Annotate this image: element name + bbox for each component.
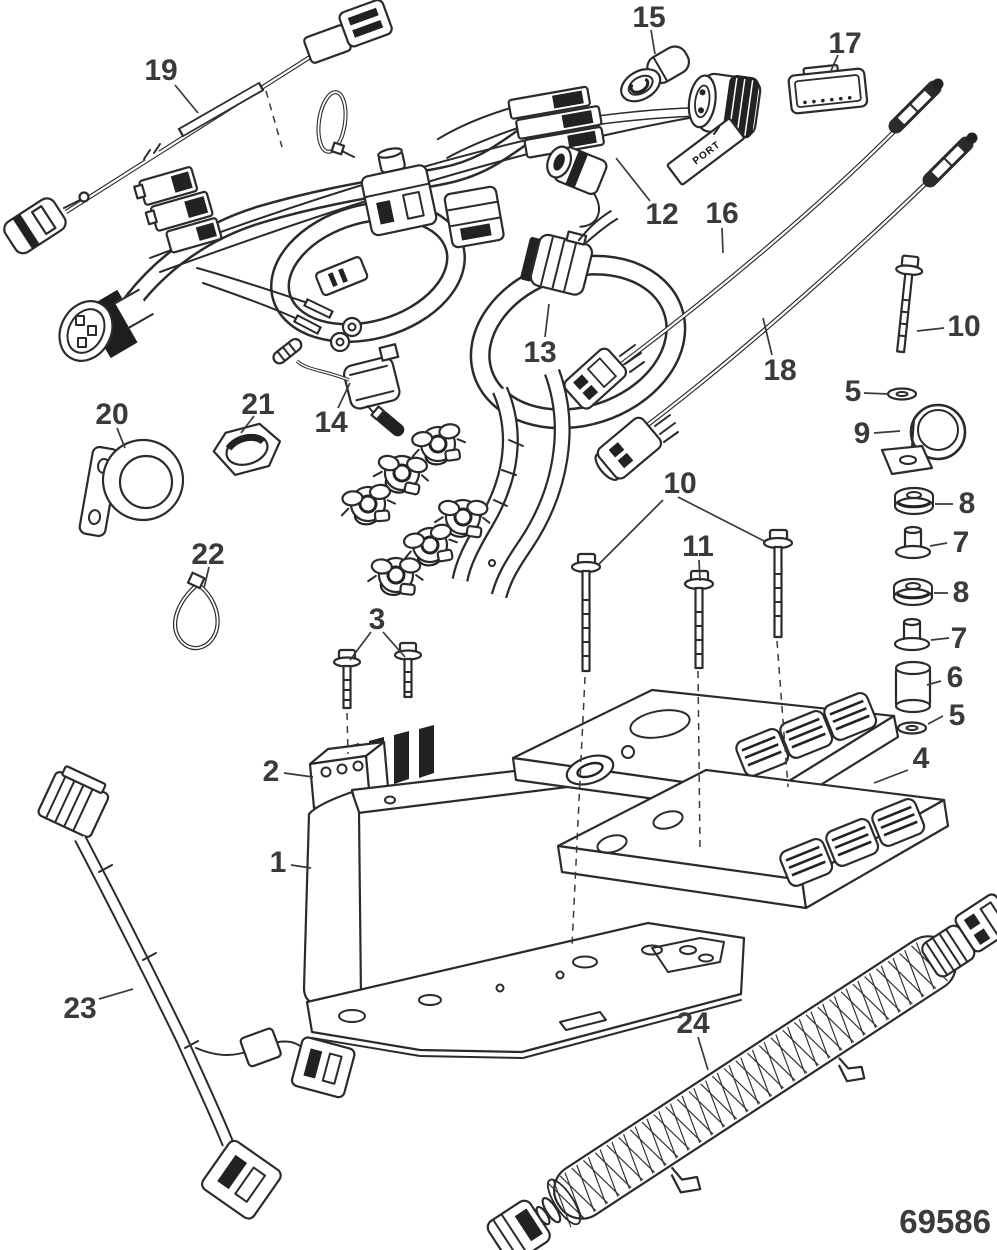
part-19-connector-bottom [3,197,67,255]
harness-port-tag: PORT [666,117,745,186]
callout-5-top: 5 [845,375,862,408]
part-17-connector [787,63,869,115]
callout-7-upper: 7 [953,526,970,559]
part-7-spacer-lower [893,617,931,652]
part-11-bolt [683,569,715,670]
part-18-sensor-cable [594,132,978,481]
part-8-grommet-upper [893,486,935,516]
callout-10-right: 10 [947,310,980,343]
part-10-bolts-center [570,528,794,673]
callout-15: 15 [632,1,665,34]
part-2-resistor-block [308,725,434,810]
main-engine-harness: PORT [58,72,762,600]
part-21-lock-ring [212,422,282,476]
callout-5-bottom: 5 [949,699,966,732]
callout-4: 4 [913,742,930,775]
part-20-clamp-bracket [78,438,185,538]
part-23-y-harness [37,765,356,1220]
callout-11: 11 [682,530,714,563]
part-14-sensor [272,337,405,437]
callout-19: 19 [144,54,177,87]
part-6-spacer-cylinder [894,660,932,714]
part-22-cable-tie [173,571,220,651]
callout-21: 21 [241,388,274,421]
harness-coil-module [360,147,438,237]
part-9-clamp [880,403,967,476]
harness-barrel-connector [546,145,608,228]
callout-23: 23 [63,992,96,1025]
part-19-connector-top [303,0,393,64]
part-5-washer-top [886,387,918,401]
callout-8-lower: 8 [953,576,970,609]
harness-connector-stack [436,85,605,159]
callout-16: 16 [705,197,738,230]
callout-13: 13 [523,336,556,369]
harness-sensor-module [443,185,505,249]
callout-14: 14 [314,406,348,439]
part-7-spacer-upper [894,525,932,560]
callout-labels: 19 15 17 12 16 10 18 5 9 8 7 8 7 6 5 13 … [63,1,980,1040]
callout-12: 12 [645,198,678,231]
callout-7-lower: 7 [951,622,968,655]
callout-6: 6 [947,661,964,694]
callout-10-center: 10 [663,467,696,500]
part-19-extension-harness [3,0,393,255]
harness-ring-terminals [196,267,363,353]
part-15-connector [620,45,691,103]
callout-22: 22 [191,538,224,571]
part-13-connector [520,210,619,296]
callout-3: 3 [369,603,386,636]
harness-round-connector [58,288,164,362]
part-3-bolts [332,641,423,710]
callout-17: 17 [828,27,861,60]
loom-tie-wrap [316,90,355,158]
callout-20: 20 [95,398,128,431]
part-16-sensor-cable [563,78,944,410]
callout-1: 1 [270,846,287,879]
harness-connector-cluster-left [133,166,223,254]
callout-24: 24 [676,1007,710,1040]
part-1-mounting-bracket [302,754,746,1059]
part-8-grommet-lower [892,577,934,607]
callout-leader-lines [98,29,953,1071]
part-4-ecm-assembly [511,688,950,910]
part-10-bolt-right [895,254,924,354]
drawing-number: 69586 [899,1203,991,1240]
part-24-wrapped-harness [486,893,997,1250]
part-12-round-connector: PORT [666,72,762,186]
callout-2: 2 [263,755,280,788]
callout-9: 9 [854,417,871,450]
callout-18: 18 [763,354,796,387]
callout-8-upper: 8 [959,487,976,520]
assembly-alignment-dashes [265,90,789,947]
part-5-washer-bottom [896,721,928,735]
